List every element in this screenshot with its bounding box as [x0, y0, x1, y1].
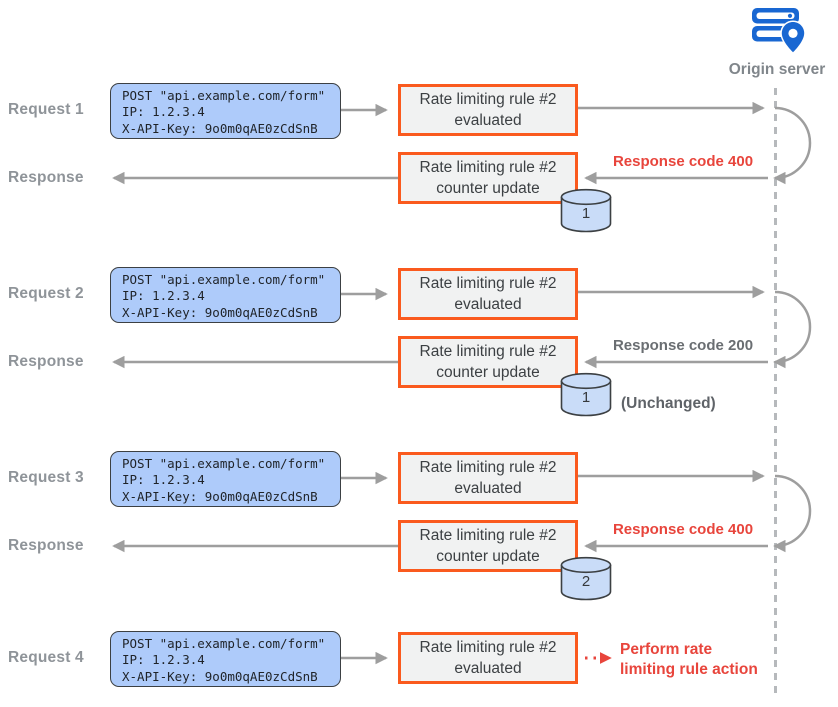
- counter-update-box-3: Rate limiting rule #2 counter update: [398, 520, 578, 572]
- payload-line-2: IP: 1.2.3.4: [122, 288, 205, 304]
- counter-db-1: 1: [560, 188, 612, 233]
- payload-line-2: IP: 1.2.3.4: [122, 472, 205, 488]
- payload-line-1: POST "api.example.com/form": [122, 455, 326, 471]
- response-2-label: Response: [8, 353, 84, 370]
- origin-server-icon: [752, 8, 806, 53]
- origin-uturn-curve-2: [773, 290, 812, 369]
- counter-update-box-1: Rate limiting rule #2 counter update: [398, 152, 578, 204]
- counter-update-box-2: Rate limiting rule #2 counter update: [398, 336, 578, 388]
- payload-line-1: POST "api.example.com/form": [122, 87, 326, 103]
- payload-line-3: X-API-Key: 9o0m0qAE0zCdSnB: [122, 304, 318, 320]
- response-code-3: Response code 400: [612, 521, 754, 538]
- counter-db-2: 1: [560, 372, 612, 417]
- rate-limit-action-note: Perform rate limiting rule action: [620, 640, 780, 679]
- rule-evaluated-box-2: Rate limiting rule #2 evaluated: [398, 268, 578, 320]
- request-4-label: Request 4: [8, 649, 84, 666]
- response-3-label: Response: [8, 537, 84, 554]
- origin-uturn-curve-1: [773, 106, 812, 185]
- request-payload-box-3: POST "api.example.com/form" IP: 1.2.3.4 …: [110, 451, 341, 507]
- request-1-label: Request 1: [8, 101, 84, 118]
- payload-line-2: IP: 1.2.3.4: [122, 652, 205, 668]
- response-code-1: Response code 400: [612, 153, 754, 170]
- unchanged-note: (Unchanged): [621, 395, 716, 412]
- rule-evaluated-box-1: Rate limiting rule #2 evaluated: [398, 84, 578, 136]
- payload-line-1: POST "api.example.com/form": [122, 271, 326, 287]
- request-payload-box-2: POST "api.example.com/form" IP: 1.2.3.4 …: [110, 267, 341, 323]
- origin-uturn-curve-3: [773, 474, 812, 553]
- payload-line-3: X-API-Key: 9o0m0qAE0zCdSnB: [122, 488, 318, 504]
- payload-line-3: X-API-Key: 9o0m0qAE0zCdSnB: [122, 120, 318, 136]
- counter-value-3: 2: [581, 573, 591, 590]
- action-note-line-2: limiting rule action: [620, 660, 758, 678]
- response-1-label: Response: [8, 169, 84, 186]
- origin-server-label: Origin server: [728, 61, 826, 78]
- response-code-2: Response code 200: [612, 337, 754, 354]
- request-3-label: Request 3: [8, 469, 84, 486]
- payload-line-1: POST "api.example.com/form": [122, 635, 326, 651]
- payload-line-3: X-API-Key: 9o0m0qAE0zCdSnB: [122, 668, 318, 684]
- counter-value-1: 1: [581, 205, 591, 222]
- request-payload-box-4: POST "api.example.com/form" IP: 1.2.3.4 …: [110, 631, 341, 687]
- counter-db-3: 2: [560, 556, 612, 601]
- rule-evaluated-box-4: Rate limiting rule #2 evaluated: [398, 632, 578, 684]
- rule-evaluated-box-3: Rate limiting rule #2 evaluated: [398, 452, 578, 504]
- request-2-label: Request 2: [8, 285, 84, 302]
- action-note-line-1: Perform rate: [620, 641, 713, 658]
- payload-line-2: IP: 1.2.3.4: [122, 104, 205, 120]
- counter-value-2: 1: [581, 389, 591, 406]
- request-payload-box-1: POST "api.example.com/form" IP: 1.2.3.4 …: [110, 83, 341, 139]
